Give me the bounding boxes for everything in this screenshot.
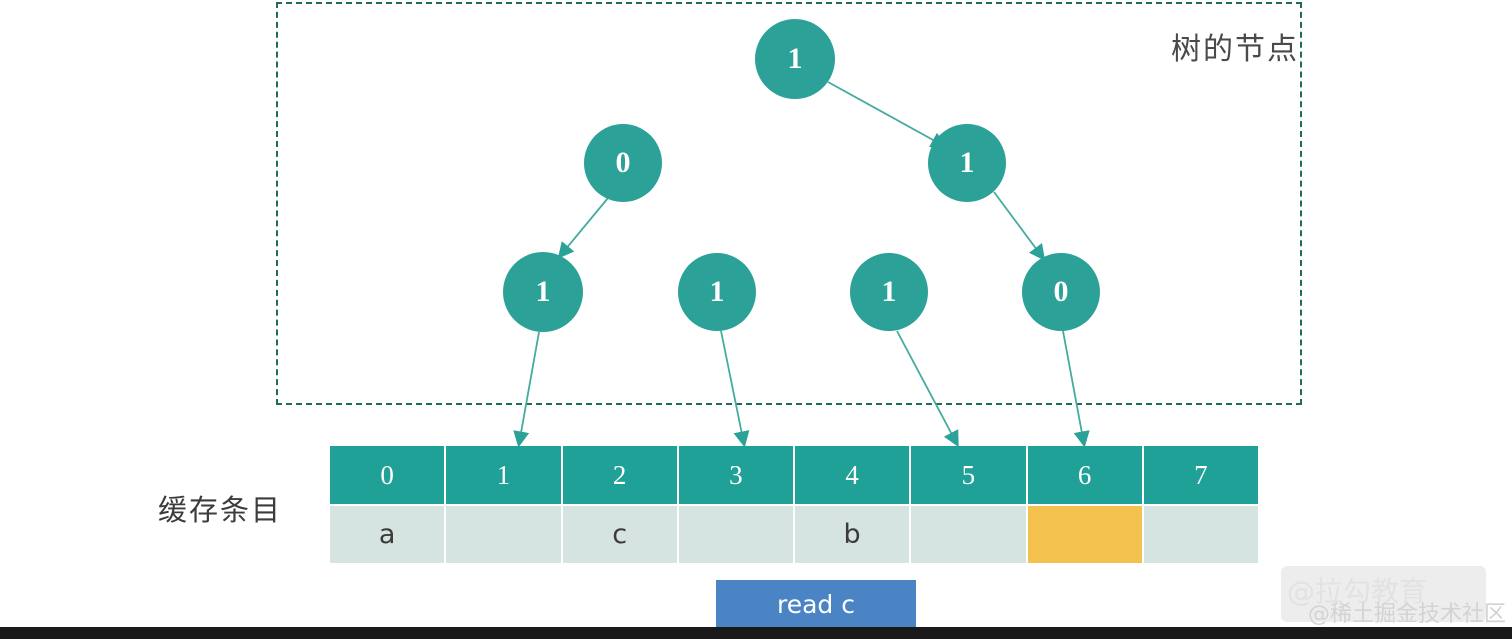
tree-node-leaf-0: 1 [503, 252, 583, 332]
cache-value-cell-4[interactable]: b [795, 506, 910, 563]
cache-value-cell-2[interactable]: c [562, 506, 677, 563]
cache-index-cell-7[interactable]: 7 [1143, 446, 1258, 504]
tree-node-leaf-3: 0 [1022, 253, 1100, 331]
cache-value-cell-6[interactable] [1027, 506, 1142, 563]
tree-region-box: 树的节点 [276, 2, 1302, 405]
cache-index-cell-4[interactable]: 4 [795, 446, 910, 504]
bottom-strip [0, 627, 1512, 639]
cache-index-cell-2[interactable]: 2 [562, 446, 677, 504]
cache-value-cell-1[interactable] [446, 506, 561, 563]
tree-node-l2-left: 0 [584, 124, 662, 202]
cache-value-cell-3[interactable] [678, 506, 793, 563]
tree-node-leaf-2: 1 [850, 253, 928, 331]
cache-index-cell-5[interactable]: 5 [911, 446, 1026, 504]
watermark-plate [1281, 566, 1486, 622]
watermark-secondary: @稀土掘金技术社区 [1308, 602, 1507, 627]
read-c-button[interactable]: read c [716, 580, 916, 628]
cache-value-cell-7[interactable] [1143, 506, 1258, 563]
tree-node-root: 1 [755, 19, 835, 99]
tree-node-l2-right: 1 [928, 124, 1006, 202]
cache-index-cell-1[interactable]: 1 [446, 446, 561, 504]
cache-index-cell-6[interactable]: 6 [1027, 446, 1142, 504]
watermark-primary: @拉勾教育 [1287, 575, 1428, 608]
cache-index-cell-0[interactable]: 0 [330, 446, 445, 504]
cache-entries-label: 缓存条目 [158, 493, 283, 527]
cache-value-cell-0[interactable]: a [330, 506, 445, 563]
tree-node-leaf-1: 1 [678, 253, 756, 331]
tree-region-title: 树的节点 [1171, 32, 1299, 67]
cache-index-cell-3[interactable]: 3 [678, 446, 793, 504]
cache-value-cell-5[interactable] [911, 506, 1026, 563]
